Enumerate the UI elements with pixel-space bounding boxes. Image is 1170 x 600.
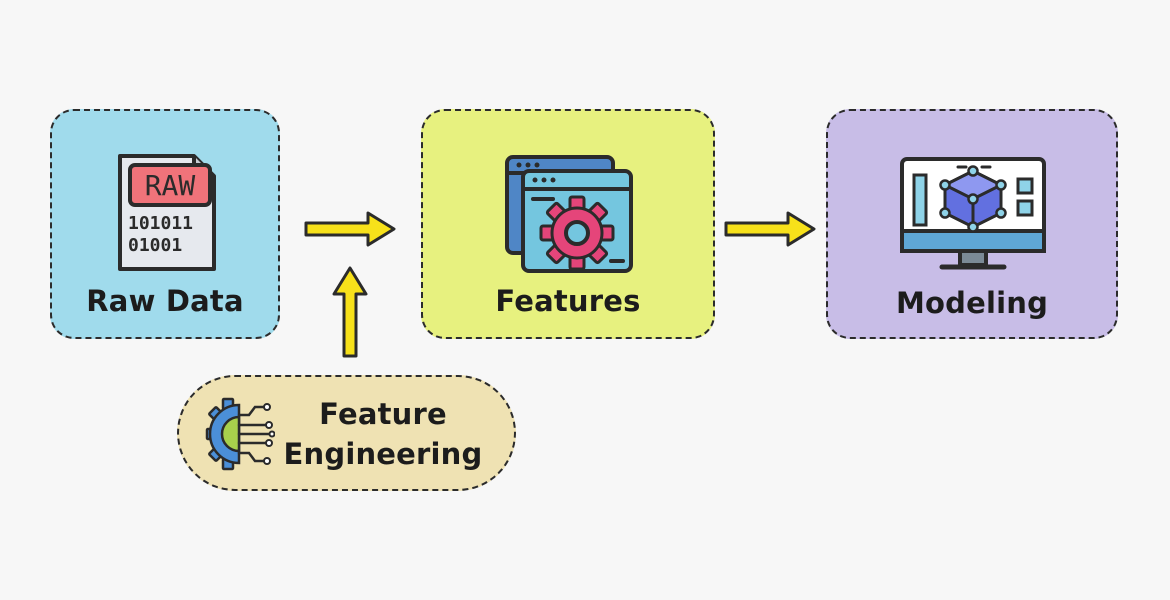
raw-data-label: Raw Data bbox=[86, 284, 244, 318]
features-node: Features bbox=[421, 109, 715, 339]
raw-file-icon: RAW 101011 01001 bbox=[118, 154, 216, 271]
modeling-label: Modeling bbox=[895, 286, 1049, 320]
arrow-features-to-modeling bbox=[724, 211, 816, 247]
arrow-raw-to-features bbox=[304, 211, 396, 247]
features-label: Features bbox=[495, 284, 641, 318]
raw-icon-text: RAW bbox=[145, 169, 196, 202]
feature-engineering-node: Feature Engineering bbox=[177, 375, 516, 491]
monitor-3d-model-icon bbox=[900, 157, 1046, 270]
feature-engineering-label-line2: Engineering bbox=[283, 437, 483, 471]
arrow-feature-engineering-up bbox=[332, 266, 368, 358]
binary-line-2: 01001 bbox=[128, 235, 182, 256]
feature-engineering-label: Feature Engineering bbox=[274, 394, 492, 474]
binary-line-1: 101011 bbox=[128, 213, 193, 234]
feature-engineering-label-line1: Feature bbox=[319, 397, 447, 431]
modeling-node: Modeling bbox=[826, 109, 1118, 339]
gear-circuit-icon bbox=[205, 397, 275, 471]
settings-window-icon bbox=[505, 155, 633, 273]
raw-data-node: RAW 101011 01001 Raw Data bbox=[50, 109, 280, 339]
